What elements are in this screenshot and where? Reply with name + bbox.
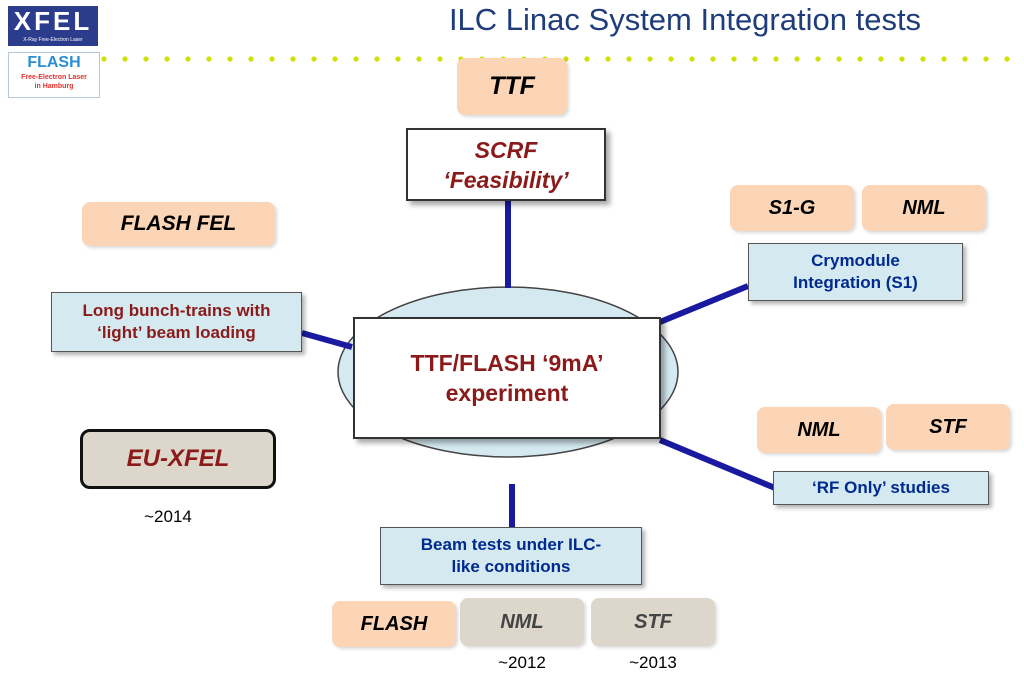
- divider-dot: [962, 56, 968, 62]
- facility-ttf: TTF: [457, 58, 567, 115]
- connector-right-upper: [658, 283, 750, 325]
- facility-flash-bottom-label: FLASH: [360, 612, 428, 635]
- facility-flash-fel: FLASH FEL: [82, 202, 275, 246]
- flash-logo-subtitle-1: Free-Electron Laser: [21, 74, 87, 81]
- beam-tests-box: Beam tests under ILC- like conditions: [380, 527, 642, 585]
- divider-dot: [794, 56, 800, 62]
- scrf-line2: ‘Feasibility’: [443, 166, 569, 193]
- facility-stf-lower-label: STF: [929, 415, 967, 438]
- connector-left: [301, 330, 353, 350]
- cryomodule-line2: Integration (S1): [793, 273, 918, 292]
- facility-flash-bottom: FLASH: [332, 601, 456, 647]
- divider-dot: [983, 56, 989, 62]
- year-stf: ~2013: [629, 653, 677, 672]
- connector-right-lower: [658, 437, 777, 491]
- long-bunch-trains-box: Long bunch-trains with ‘light’ beam load…: [51, 292, 302, 352]
- facility-nml-upper: NML: [862, 185, 986, 231]
- xfel-logo: XFEL X-Ray Free-Electron Laser: [8, 6, 98, 46]
- divider-dot: [143, 56, 149, 62]
- divider-dot: [332, 56, 338, 62]
- divider-dot: [920, 56, 926, 62]
- divider-dot: [248, 56, 254, 62]
- center-node-line1: TTF/FLASH ‘9mA’: [410, 350, 604, 376]
- long-bunch-line2: ‘light’ beam loading: [97, 323, 256, 342]
- flash-logo-subtitle-2: in Hamburg: [34, 83, 74, 90]
- divider-dot: [584, 56, 590, 62]
- divider-dot: [899, 56, 905, 62]
- eu-xfel-label: EU-XFEL: [126, 445, 230, 472]
- divider-dot: [374, 56, 380, 62]
- flash-logo-text: FLASH: [27, 54, 81, 71]
- divider-dot: [437, 56, 443, 62]
- facility-stf-bottom-label: STF: [634, 610, 672, 633]
- divider-dot: [605, 56, 611, 62]
- divider-dot: [752, 56, 758, 62]
- divider-dot: [710, 56, 716, 62]
- divider-dot: [773, 56, 779, 62]
- divider-dot: [395, 56, 401, 62]
- divider-dot: [101, 56, 107, 62]
- center-node: TTF/FLASH ‘9mA’ experiment: [353, 317, 661, 439]
- rf-only-studies-label: ‘RF Only’ studies: [812, 478, 950, 497]
- xfel-logo-text: XFEL: [13, 6, 93, 36]
- scrf-line1: SCRF: [474, 136, 538, 163]
- divider-dot: [857, 56, 863, 62]
- scrf-feasibility-box: SCRF ‘Feasibility’: [406, 128, 606, 201]
- facility-nml-bottom: NML: [460, 598, 584, 646]
- facility-s1g-label: S1-G: [768, 196, 816, 219]
- divider-dot: [815, 56, 821, 62]
- divider-dot: [290, 56, 296, 62]
- divider-dot: [836, 56, 842, 62]
- divider-dot: [668, 56, 674, 62]
- xfel-logo-subtitle: X-Ray Free-Electron Laser: [23, 37, 83, 43]
- facility-ttf-label: TTF: [489, 72, 535, 100]
- year-nml: ~2012: [498, 653, 546, 672]
- divider-dot: [626, 56, 632, 62]
- divider-dot: [416, 56, 422, 62]
- cryomodule-line1: Crymodule: [811, 251, 900, 270]
- divider-dot: [878, 56, 884, 62]
- facility-flash-fel-label: FLASH FEL: [120, 212, 237, 235]
- divider-dot: [311, 56, 317, 62]
- divider-dot: [206, 56, 212, 62]
- divider-dot: [647, 56, 653, 62]
- facility-nml-lower-label: NML: [797, 418, 841, 441]
- divider-dot: [689, 56, 695, 62]
- divider-dot: [185, 56, 191, 62]
- flash-logo: FLASH Free-Electron Laser in Hamburg: [8, 52, 100, 98]
- cryomodule-integration-box: Crymodule Integration (S1): [748, 243, 963, 301]
- divider-dot: [227, 56, 233, 62]
- beam-tests-line2: like conditions: [451, 557, 571, 576]
- divider-dot: [731, 56, 737, 62]
- center-node-line2: experiment: [445, 380, 569, 406]
- divider-dot: [122, 56, 128, 62]
- beam-tests-line1: Beam tests under ILC-: [420, 535, 602, 554]
- rf-only-studies-box: ‘RF Only’ studies: [773, 471, 989, 505]
- divider-dot: [941, 56, 947, 62]
- facility-stf-bottom: STF: [591, 598, 715, 646]
- divider-dot: [1004, 56, 1010, 62]
- eu-xfel-box: EU-XFEL: [80, 429, 276, 489]
- page-title: ILC Linac System Integration tests: [448, 2, 922, 37]
- divider-dot: [164, 56, 170, 62]
- facility-nml-upper-label: NML: [902, 196, 946, 219]
- facility-nml-bottom-label: NML: [500, 610, 544, 633]
- facility-stf-lower: STF: [886, 404, 1010, 450]
- divider-dot: [269, 56, 275, 62]
- year-eu-xfel: ~2014: [144, 507, 192, 526]
- facility-nml-lower: NML: [757, 407, 881, 453]
- long-bunch-line1: Long bunch-trains with: [82, 301, 271, 320]
- divider-dot: [353, 56, 359, 62]
- facility-s1g: S1-G: [730, 185, 854, 231]
